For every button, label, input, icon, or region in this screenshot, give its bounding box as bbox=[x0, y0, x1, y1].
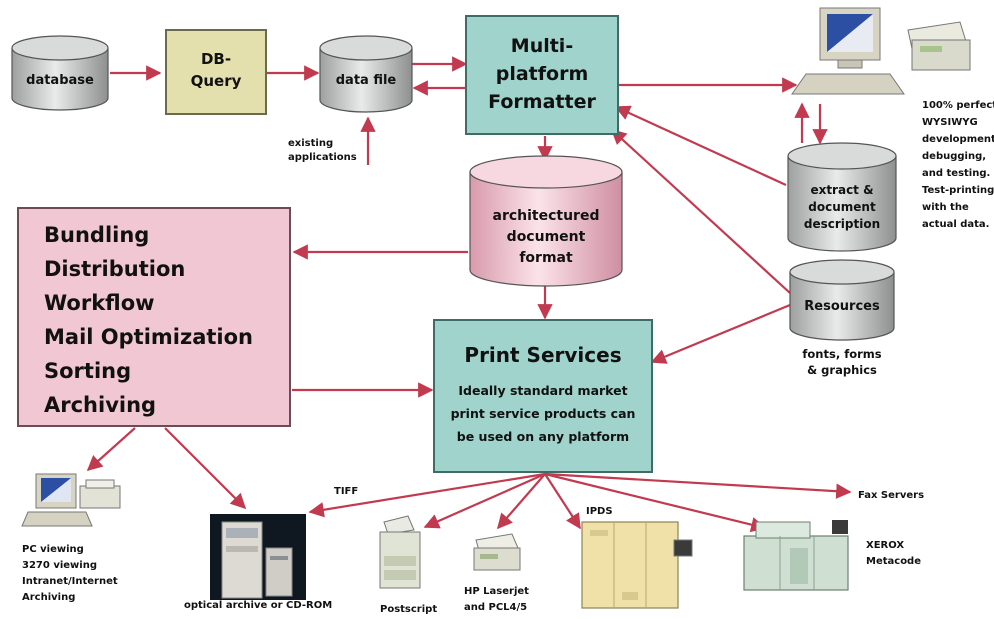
print-services-line2: print service products can bbox=[451, 406, 636, 421]
hp-label-line2: and PCL4/5 bbox=[464, 602, 527, 613]
bundling-item-distribution: Distribution bbox=[44, 257, 185, 281]
bundling-item-mail-optimization: Mail Optimization bbox=[44, 325, 253, 349]
existing-apps-line2: applications bbox=[288, 152, 357, 163]
bundling-item-workflow: Workflow bbox=[44, 291, 155, 315]
arrow-print-to-xerox bbox=[544, 472, 767, 533]
xerox-label-line1: XEROX bbox=[866, 540, 904, 551]
data-file-cylinder: data file bbox=[319, 35, 413, 113]
wysiwyg-line3: development, bbox=[922, 134, 994, 145]
print-services-line3: be used on any platform bbox=[457, 429, 629, 444]
db-query-line2: Query bbox=[191, 72, 242, 90]
bundling-item-archiving: Archiving bbox=[44, 393, 156, 417]
pc-label-line4: Archiving bbox=[22, 592, 75, 603]
postscript-label: Postscript bbox=[380, 604, 437, 615]
arrow-print-to-fax bbox=[544, 472, 852, 499]
wysiwyg-note: 100% perfect WYSIWYG development, debugg… bbox=[922, 100, 994, 230]
arrow-extract-to-formatter bbox=[614, 105, 787, 186]
wysiwyg-line6: Test-printing bbox=[922, 185, 994, 196]
architectured-format-cylinder: architectured document format bbox=[469, 155, 623, 287]
arrow-print-to-tiff bbox=[308, 472, 546, 518]
extract-label-line2: document bbox=[808, 200, 876, 214]
pc-label-line1: PC viewing bbox=[22, 544, 84, 555]
formatter-line3: Formatter bbox=[488, 91, 596, 113]
database-cylinder: database bbox=[11, 35, 109, 111]
desktop-printer-icon bbox=[473, 533, 521, 571]
arrow-resources-to-formatter bbox=[610, 128, 791, 294]
adf-label-line3: format bbox=[519, 250, 573, 266]
arrow-resources-to-print bbox=[650, 303, 791, 364]
fax-label: Fax Servers bbox=[858, 490, 924, 501]
print-services-line1: Ideally standard market bbox=[458, 383, 627, 398]
wysiwyg-line5: and testing. bbox=[922, 168, 990, 179]
extract-label-line1: extract & bbox=[810, 183, 873, 197]
formatter-box: Multi- platform Formatter bbox=[465, 15, 619, 135]
formatter-line2: platform bbox=[496, 63, 589, 85]
arrow-print-to-postscript bbox=[423, 472, 546, 529]
data-file-label: data file bbox=[336, 73, 397, 88]
resources-caption-line2: & graphics bbox=[807, 363, 877, 377]
wysiwyg-line7: with the bbox=[922, 202, 969, 213]
optical-label: optical archive or CD-ROM bbox=[184, 600, 332, 611]
arrow-bundling-to-optical bbox=[164, 427, 247, 510]
print-services-box: Print Services Ideally standard market p… bbox=[433, 319, 653, 473]
pc-workstation-icon bbox=[21, 473, 121, 527]
adf-label-line2: document bbox=[507, 229, 586, 245]
resources-cylinder: Resources bbox=[789, 259, 895, 341]
wysiwyg-line4: debugging, bbox=[922, 151, 986, 162]
hp-label-line1: HP Laserjet bbox=[464, 586, 529, 597]
bundling-box: Bundling Distribution Workflow Mail Opti… bbox=[17, 207, 291, 427]
resources-label: Resources bbox=[804, 299, 880, 314]
database-label: database bbox=[26, 73, 94, 88]
tiff-label: TIFF bbox=[334, 486, 358, 497]
print-services-title: Print Services bbox=[464, 343, 621, 367]
ipds-label: IPDS bbox=[586, 506, 613, 517]
arrow-print-to-ipds bbox=[544, 473, 581, 530]
connector-arrows bbox=[86, 56, 852, 533]
adf-label-line1: architectured bbox=[493, 208, 600, 224]
formatter-line1: Multi- bbox=[511, 35, 573, 57]
bundling-item-bundling: Bundling bbox=[44, 223, 149, 247]
arrow-bundling-to-pc bbox=[86, 427, 136, 472]
pc-label-line2: 3270 viewing bbox=[22, 560, 97, 571]
computer-icon bbox=[791, 7, 905, 95]
resources-caption-line1: fonts, forms bbox=[802, 347, 881, 361]
xerox-label-line2: Metacode bbox=[866, 556, 921, 567]
wysiwyg-line1: 100% perfect bbox=[922, 100, 994, 111]
existing-apps-line1: existing bbox=[288, 138, 333, 149]
arrow-print-to-hp bbox=[496, 473, 546, 530]
production-printer-icon bbox=[581, 521, 693, 609]
optical-archive-icon bbox=[210, 514, 306, 600]
xerox-printer-icon bbox=[743, 520, 849, 591]
extract-label-line3: description bbox=[804, 217, 880, 231]
db-query-line1: DB- bbox=[201, 50, 231, 68]
pc-label-line3: Intranet/Internet bbox=[22, 576, 118, 587]
bundling-item-sorting: Sorting bbox=[44, 359, 131, 383]
wysiwyg-line8: actual data. bbox=[922, 219, 989, 230]
db-query-box: DB- Query bbox=[165, 29, 267, 115]
copier-icon bbox=[379, 515, 421, 589]
wysiwyg-line2: WYSIWYG bbox=[922, 117, 978, 128]
extract-description-cylinder: extract & document description bbox=[787, 142, 897, 252]
laser-printer-icon bbox=[907, 21, 971, 71]
